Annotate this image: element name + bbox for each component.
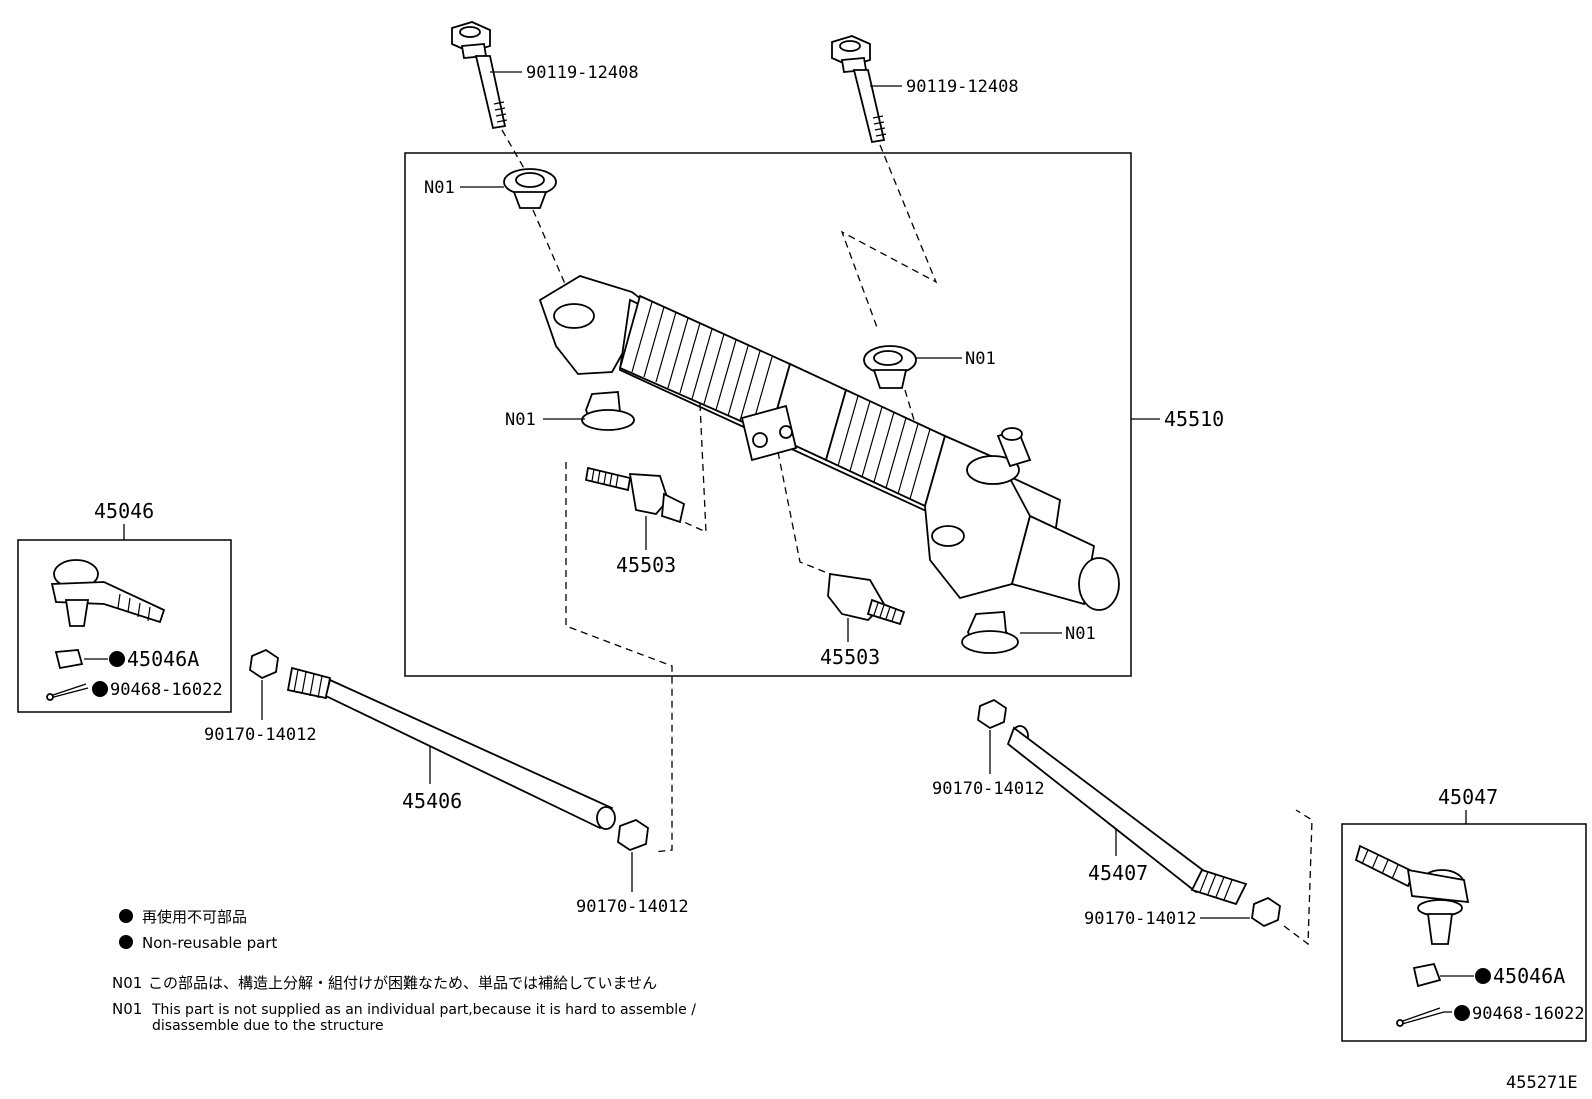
note-code-jp: N01: [112, 974, 142, 992]
lock-nut-left-upper[interactable]: [249, 648, 279, 680]
label-lock-nut-left-upper: 90170-14012: [204, 725, 317, 745]
label-lock-nut-right-upper: 90170-14012: [932, 779, 1045, 799]
tie-rod-left[interactable]: [286, 666, 616, 830]
tie-rod-end-right-frame: [1341, 823, 1587, 1042]
grommet-bottom-right[interactable]: [961, 611, 1019, 654]
grommet-mid-right[interactable]: [863, 345, 917, 389]
label-bolt-right: 90119-12408: [906, 77, 1019, 97]
legend-dot-en: [119, 935, 133, 949]
label-n01-mid-left: N01: [505, 410, 536, 430]
label-inner-lower: 45503: [820, 645, 880, 669]
label-lock-nut-left-lower: 90170-14012: [576, 897, 689, 917]
bolt-right[interactable]: [831, 35, 887, 144]
label-rack-assy: 45510: [1164, 407, 1224, 431]
rack-housing[interactable]: [538, 275, 1120, 611]
dash-grommet-mid-right: [904, 389, 921, 441]
label-tie-rod-end-right: 45047: [1438, 785, 1498, 809]
inner-tie-rod-end-lower[interactable]: [827, 572, 906, 626]
label-tie-rod-end-left: 45046: [94, 499, 154, 523]
castle-nut-left[interactable]: [54, 649, 84, 670]
figure-id: 455271E: [1506, 1073, 1578, 1093]
label-n01-mid-right: N01: [965, 349, 996, 369]
label-nut-left: 45046A: [127, 647, 199, 671]
legend-jp: 再使用不可部品: [142, 908, 247, 926]
grommet-mid-left[interactable]: [581, 391, 635, 431]
lock-nut-left-lower[interactable]: [617, 818, 649, 852]
dash-inner-upper: [683, 403, 707, 534]
label-n01-top: N01: [424, 178, 455, 198]
tie-rod-end-right[interactable]: [1354, 844, 1470, 945]
label-n01-bottom-right: N01: [1065, 624, 1096, 644]
non-reusable-dot-pin-right: [1454, 1005, 1470, 1021]
note-jp: この部品は、構造上分解・組付けが困難なため、単品では補給していません: [148, 974, 657, 992]
lock-nut-right-lower[interactable]: [1251, 896, 1281, 928]
inner-tie-rod-end-upper[interactable]: [584, 466, 686, 524]
label-pin-right: 90468-16022: [1472, 1004, 1585, 1024]
non-reusable-dot-pin-left: [92, 681, 108, 697]
legend-dot-jp: [119, 909, 133, 923]
tie-rod-end-left[interactable]: [50, 559, 166, 627]
note-code-en: N01: [112, 1000, 142, 1018]
tie-rod-right[interactable]: [1006, 725, 1248, 906]
castle-nut-right[interactable]: [1412, 962, 1442, 988]
note-en-line2: disassemble due to the structure: [152, 1018, 384, 1034]
dash-grommet-top: [532, 209, 573, 301]
label-nut-right: 45046A: [1493, 964, 1565, 988]
bellows-right: [824, 388, 947, 508]
cotter-pin-left[interactable]: [46, 683, 89, 701]
dash-inner-lower: [777, 451, 831, 575]
non-reusable-dot-nut-left: [109, 651, 125, 667]
non-reusable-dot-nut-right: [1475, 968, 1491, 984]
grommet-top[interactable]: [503, 168, 557, 209]
dash-bolt-right: [840, 144, 938, 331]
legend-en: Non-reusable part: [142, 934, 277, 952]
bolt-left[interactable]: [451, 21, 508, 130]
label-rod-right: 45407: [1088, 861, 1148, 885]
dash-right-end: [1283, 809, 1313, 946]
label-lock-nut-right-lower: 90170-14012: [1084, 909, 1197, 929]
cotter-pin-right[interactable]: [1396, 1007, 1445, 1027]
lock-nut-right-upper[interactable]: [977, 698, 1007, 730]
note-en-line1: This part is not supplied as an individu…: [151, 1002, 696, 1018]
label-inner-upper: 45503: [616, 553, 676, 577]
label-bolt-left: 90119-12408: [526, 63, 639, 83]
dash-left-rod-path: [565, 462, 673, 853]
label-rod-left: 45406: [402, 789, 462, 813]
dash-bolt-left: [501, 129, 526, 171]
rack-assembly-frame: [404, 152, 1132, 677]
label-pin-left: 90468-16022: [110, 680, 223, 700]
